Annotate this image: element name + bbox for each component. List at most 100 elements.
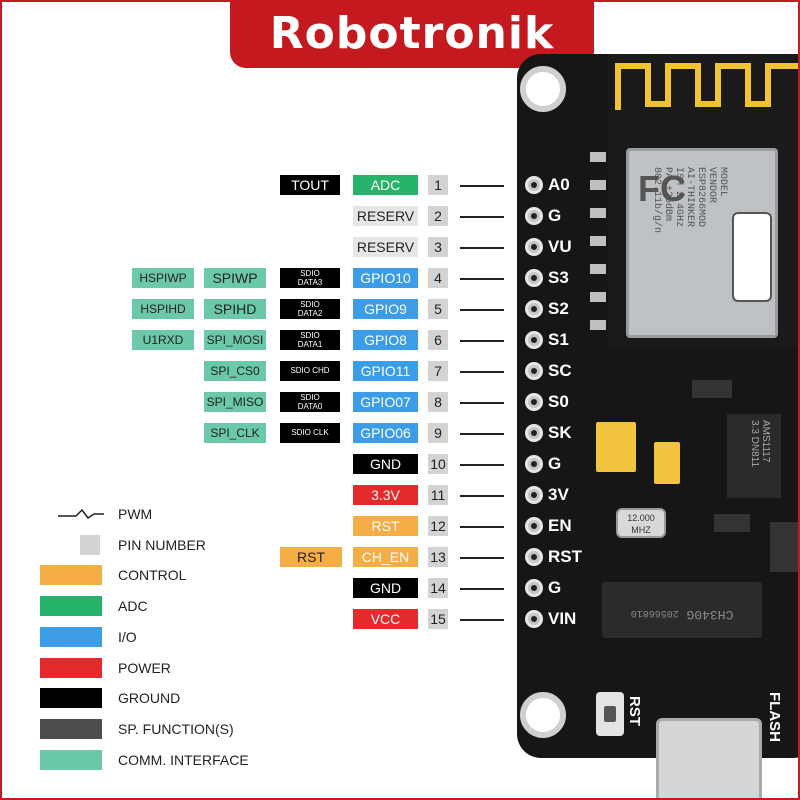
pin-leader-line xyxy=(460,619,504,621)
header-pin xyxy=(525,424,543,442)
sdio-label: SDIO CLK xyxy=(280,423,340,443)
pin-leader-line xyxy=(460,340,504,342)
header-pin-label: VU xyxy=(548,237,572,256)
sdio-label-line: DATA0 xyxy=(297,402,323,411)
crystal-unit-label: MHZ xyxy=(631,525,651,535)
pin-number: 14 xyxy=(430,580,446,596)
sdio-label: SDIO CHD xyxy=(280,361,340,381)
sdio-label-line: SDIO CHD xyxy=(290,366,330,375)
control-label: RST xyxy=(280,547,342,567)
legend-label: SP. FUNCTION(S) xyxy=(118,721,234,737)
spi-label: SPI_CS0 xyxy=(204,361,266,381)
legend-label: COMM. INTERFACE xyxy=(118,752,249,768)
pin-number: 3 xyxy=(434,239,442,255)
header-pin xyxy=(525,207,543,225)
voltage-regulator xyxy=(727,414,781,498)
pin-main-label: GPIO06 xyxy=(353,423,418,443)
rst-button[interactable] xyxy=(596,692,624,736)
pin-number: 11 xyxy=(430,487,446,503)
legend-swatch xyxy=(40,688,102,708)
pin-number: 9 xyxy=(434,425,442,441)
flash-button-label: FLASH xyxy=(766,692,783,742)
pin-leader-line xyxy=(460,371,504,373)
pin-number: 6 xyxy=(434,332,442,348)
pin-number: 13 xyxy=(430,549,446,565)
spi-label: SPIWP xyxy=(204,268,266,288)
legend-swatch xyxy=(40,750,102,770)
header-pin-label: S0 xyxy=(548,392,569,411)
header-pin xyxy=(525,331,543,349)
header-pin-label: S1 xyxy=(548,330,569,349)
usb-serial-chip xyxy=(602,582,762,638)
tantalum-capacitor xyxy=(654,442,680,484)
module-pad xyxy=(590,292,606,302)
pin-main-label: GND xyxy=(353,578,418,598)
pin-number-box xyxy=(428,454,448,474)
pin-number-box xyxy=(428,268,448,288)
pin-main-label: ADC xyxy=(353,175,418,195)
header-pin xyxy=(525,548,543,566)
tantalum-capacitor xyxy=(596,422,636,472)
mount-hole-top xyxy=(520,66,566,112)
pin-number: 5 xyxy=(434,301,442,317)
module-pad xyxy=(590,180,606,190)
pin-number-box xyxy=(428,485,448,505)
usb-chip-label: CH340G 20566810 xyxy=(630,607,734,622)
crystal-freq-label: 12.000 xyxy=(627,513,655,523)
sdio-label-line: DATA3 xyxy=(297,278,323,287)
pin-number: 8 xyxy=(434,394,442,410)
spi-label: SPI_MOSI xyxy=(204,330,266,350)
module-pad xyxy=(590,208,606,218)
header-pin-label: A0 xyxy=(548,175,570,194)
pin-main-label: GPIO8 xyxy=(353,330,418,350)
legend-swatch xyxy=(40,596,102,616)
antenna-trace-icon xyxy=(615,63,798,110)
pin-number-box xyxy=(428,175,448,195)
pin-main-label: RST xyxy=(353,516,418,536)
smd-chip xyxy=(692,380,732,398)
header-pin-label: S2 xyxy=(548,299,569,318)
sdio-label-line: SDIO xyxy=(300,269,320,278)
pin-leader-line xyxy=(460,495,504,497)
crystal-oscillator: 12.000 MHZ xyxy=(616,508,666,538)
header-pin-label: G xyxy=(548,578,562,597)
header-pin xyxy=(525,300,543,318)
legend-label: I/O xyxy=(118,629,137,645)
spi-label: SPIHD xyxy=(204,299,266,319)
sdio-label-line: SDIO xyxy=(300,393,320,402)
pin-number-box xyxy=(428,547,448,567)
pin-number-box xyxy=(428,206,448,226)
pin-leader-line xyxy=(460,402,504,404)
header-pin xyxy=(525,455,543,473)
pin-main-label: CH_EN xyxy=(353,547,418,567)
special-function-label: TOUT xyxy=(280,175,340,195)
header-pin xyxy=(525,517,543,535)
comm-interface-label: U1RXD xyxy=(132,330,194,350)
pin-number: 12 xyxy=(430,518,446,534)
header-pin xyxy=(525,393,543,411)
sdio-label-line: SDIO xyxy=(300,331,320,340)
pin-leader-line xyxy=(460,185,504,187)
brand-logo: Robotronik xyxy=(269,8,555,59)
pin-main-label: VCC xyxy=(353,609,418,629)
pin-number-box xyxy=(428,609,448,629)
wifi-logo-icon xyxy=(732,212,772,302)
legend-swatch xyxy=(40,719,102,739)
rst-button-label: RST xyxy=(626,696,643,726)
pin-number: 2 xyxy=(434,208,442,224)
legend-label: CONTROL xyxy=(118,567,187,583)
pin-main-label: RESERV xyxy=(353,237,418,257)
smd-chip xyxy=(770,522,798,572)
header-pin-label: 3V xyxy=(548,485,569,504)
pin-main-label: GND xyxy=(353,454,418,474)
pin-leader-line xyxy=(460,588,504,590)
comm-interface-label: HSPIWP xyxy=(132,268,194,288)
brand-header: Robotronik xyxy=(230,2,594,68)
header-pin-label: SC xyxy=(548,361,572,380)
pin-number-box xyxy=(428,237,448,257)
legend-label: POWER xyxy=(118,660,171,676)
header-pin-label: VIN xyxy=(548,609,577,628)
